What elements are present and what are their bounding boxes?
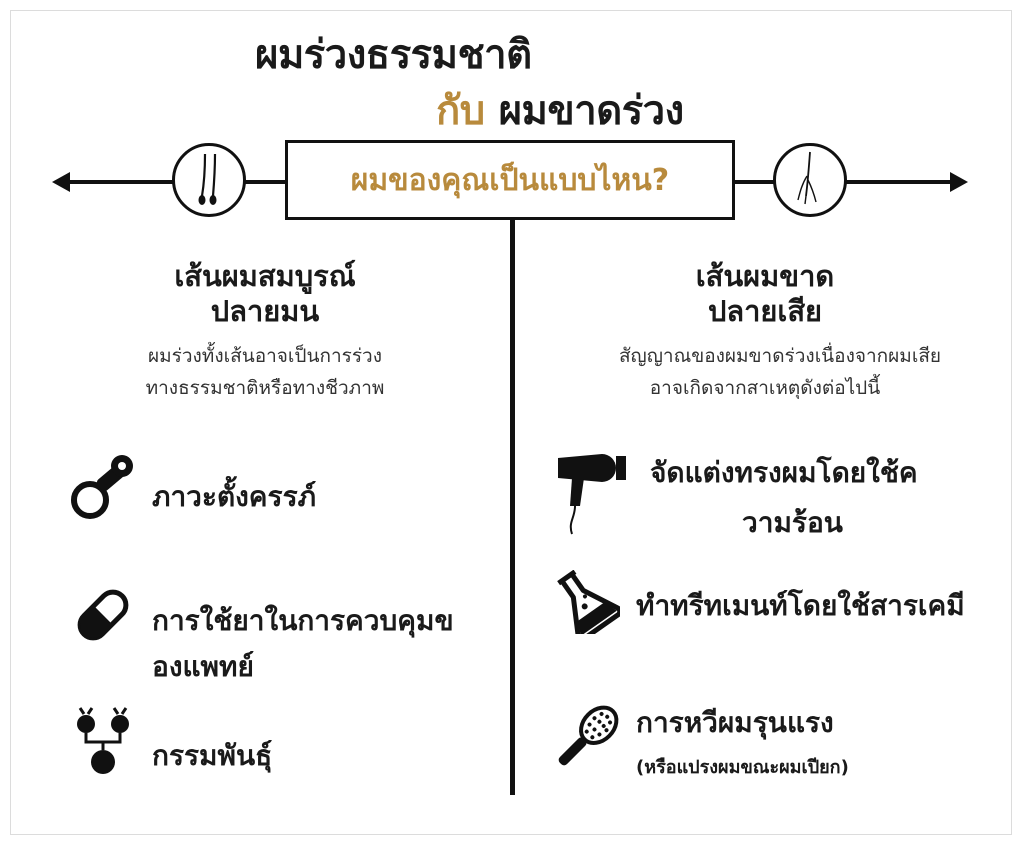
right-item-1-text-line-2: วามร้อน	[742, 506, 843, 539]
center-divider	[510, 220, 515, 795]
title-accent: กับ	[436, 88, 485, 134]
hair-dryer-icon	[554, 448, 630, 542]
title-line-2: กับ ผมขาดร่วง	[436, 78, 684, 142]
left-heading-1: เส้นผมสมบูรณ์	[174, 259, 356, 293]
left-item-1-text: ภาวะตั้งครรภ์	[152, 480, 317, 513]
right-heading-1: เส้นผมขาด	[695, 259, 835, 293]
right-heading-2: ปลายเสีย	[707, 294, 823, 328]
title-main: ผมขาดร่วง	[498, 88, 685, 134]
right-arrow-head	[950, 172, 968, 192]
right-item-1-text-line-1: จัดแต่งทรงผมโดยใช้ค	[650, 456, 918, 489]
healthy-hair-icon	[172, 143, 246, 217]
question-box: ผมของคุณเป็นแบบไหน?	[285, 140, 735, 220]
left-item-2-text-line-1: การใช้ยาในการควบคุมข	[152, 604, 454, 637]
left-arrow-head	[52, 172, 70, 192]
pacifier-icon	[70, 450, 142, 526]
chemistry-flask-icon	[548, 569, 623, 642]
genetics-icon	[74, 706, 138, 782]
pill-capsule-icon	[70, 582, 136, 652]
left-desc-1: ผมร่วงทั้งเส้นอาจเป็นการร่วง	[148, 345, 382, 367]
damaged-hair-icon	[773, 143, 847, 217]
title-line-1: ผมร่วงธรรมชาติ	[255, 32, 532, 78]
left-desc-2: ทางธรรมชาติหรือทางชีวภาพ	[145, 377, 385, 399]
left-item-2-text-line-2: องแพทย์	[152, 650, 254, 683]
right-item-3-note: (หรือแปรงผมขณะผมเปียก)	[636, 757, 849, 778]
right-item-2-text: ทำทรีทเมนท์โดยใช้สารเคมี	[636, 589, 965, 622]
left-heading-2: ปลายมน	[210, 294, 320, 328]
left-item-3-text: กรรมพันธุ์	[152, 739, 273, 772]
hair-brush-icon	[546, 698, 626, 782]
right-desc-1: สัญญาณของผมขาดร่วงเนื่องจากผมเสีย	[618, 345, 942, 367]
infographic-frame	[10, 10, 1012, 835]
right-item-3-text: การหวีผมรุนแรง	[636, 706, 834, 739]
right-desc-2: อาจเกิดจากสาเหตุดังต่อไปนี้	[649, 377, 881, 399]
